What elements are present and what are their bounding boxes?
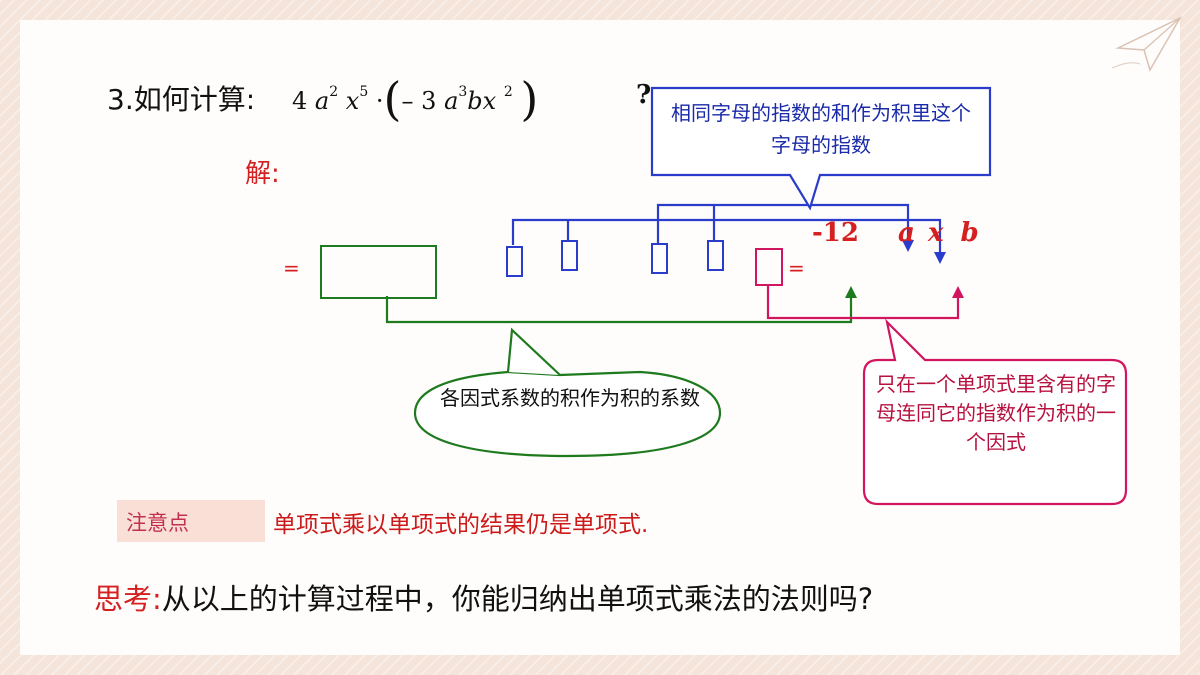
single-letter-box — [755, 248, 783, 286]
formula-exp-a2: 3 — [458, 84, 468, 100]
formula-coef2: 3 — [421, 87, 437, 115]
answer-coef: -12 — [812, 218, 859, 248]
paper-plane-decoration — [1111, 16, 1182, 72]
equals-sign-right: = — [788, 256, 805, 280]
formula-exp-x2: 2 — [503, 84, 513, 100]
think-question: 思考:从以上的计算过程中，你能归纳出单项式乘法的法则吗? — [94, 576, 873, 618]
answer-expression: -12 a x b — [812, 218, 979, 248]
exponent-box-a1 — [506, 246, 523, 277]
exponent-rule-callout: 相同字母的指数的和作为积里这个字母的指数 — [671, 101, 971, 157]
exponent-box-x1 — [561, 240, 578, 271]
answer-var-a: a — [898, 218, 915, 248]
formula-dot: · — [375, 87, 384, 115]
exponent-box-x2 — [707, 240, 724, 271]
pink-callout-shape — [862, 318, 1128, 506]
equals-sign-left: = — [283, 256, 300, 280]
attention-label-background — [117, 500, 265, 542]
coefficient-rule-callout: 各因式系数的积作为积的系数 — [440, 386, 700, 410]
formula-exp-a1: 2 — [329, 84, 339, 100]
pink-arrowhead — [952, 286, 964, 298]
problem-statement: 3.如何计算: — [107, 78, 255, 118]
single-letter-rule-callout: 只在一个单项式里含有的字母连同它的指数作为积的一个因式 — [876, 372, 1116, 454]
formula-exp-x1: 5 — [359, 84, 369, 100]
formula-close-paren: ) — [520, 72, 539, 126]
exponent-box-a2 — [651, 243, 668, 274]
blue-arrowheads — [902, 240, 946, 264]
formula-var-x: x — [345, 87, 360, 115]
solution-label: 解: — [245, 159, 280, 189]
think-label: 思考: — [94, 582, 162, 616]
attention-text: 单项式乘以单项式的结果仍是单项式. — [273, 512, 649, 538]
green-callout-shape — [413, 370, 722, 458]
green-arrowhead — [845, 286, 857, 298]
blue-callout-shape — [650, 86, 992, 211]
attention-label: 注意点 — [126, 511, 189, 535]
problem-label: 3.如何计算 — [107, 83, 246, 116]
answer-var-b: b — [960, 218, 979, 248]
pink-connector — [766, 284, 960, 320]
coefficient-box — [320, 245, 437, 299]
formula-var-bx: bx — [467, 87, 497, 115]
problem-formula: 4 a2 x5 ·(– 3 a3bx 2 ) — [292, 66, 538, 126]
green-connector — [385, 296, 853, 324]
problem-colon: : — [245, 83, 256, 116]
formula-var-a2: a — [444, 87, 459, 115]
formula-open-paren: ( — [383, 72, 402, 126]
answer-var-x: x — [927, 218, 944, 248]
blue-exponent-bracket — [511, 203, 942, 258]
think-text: 从以上的计算过程中，你能归纳出单项式乘法的法则吗? — [161, 582, 874, 616]
formula-coef1: 4 — [292, 87, 308, 115]
formula-minus: – — [401, 87, 414, 115]
formula-var-a: a — [314, 87, 330, 115]
question-mark: ? — [636, 80, 652, 110]
